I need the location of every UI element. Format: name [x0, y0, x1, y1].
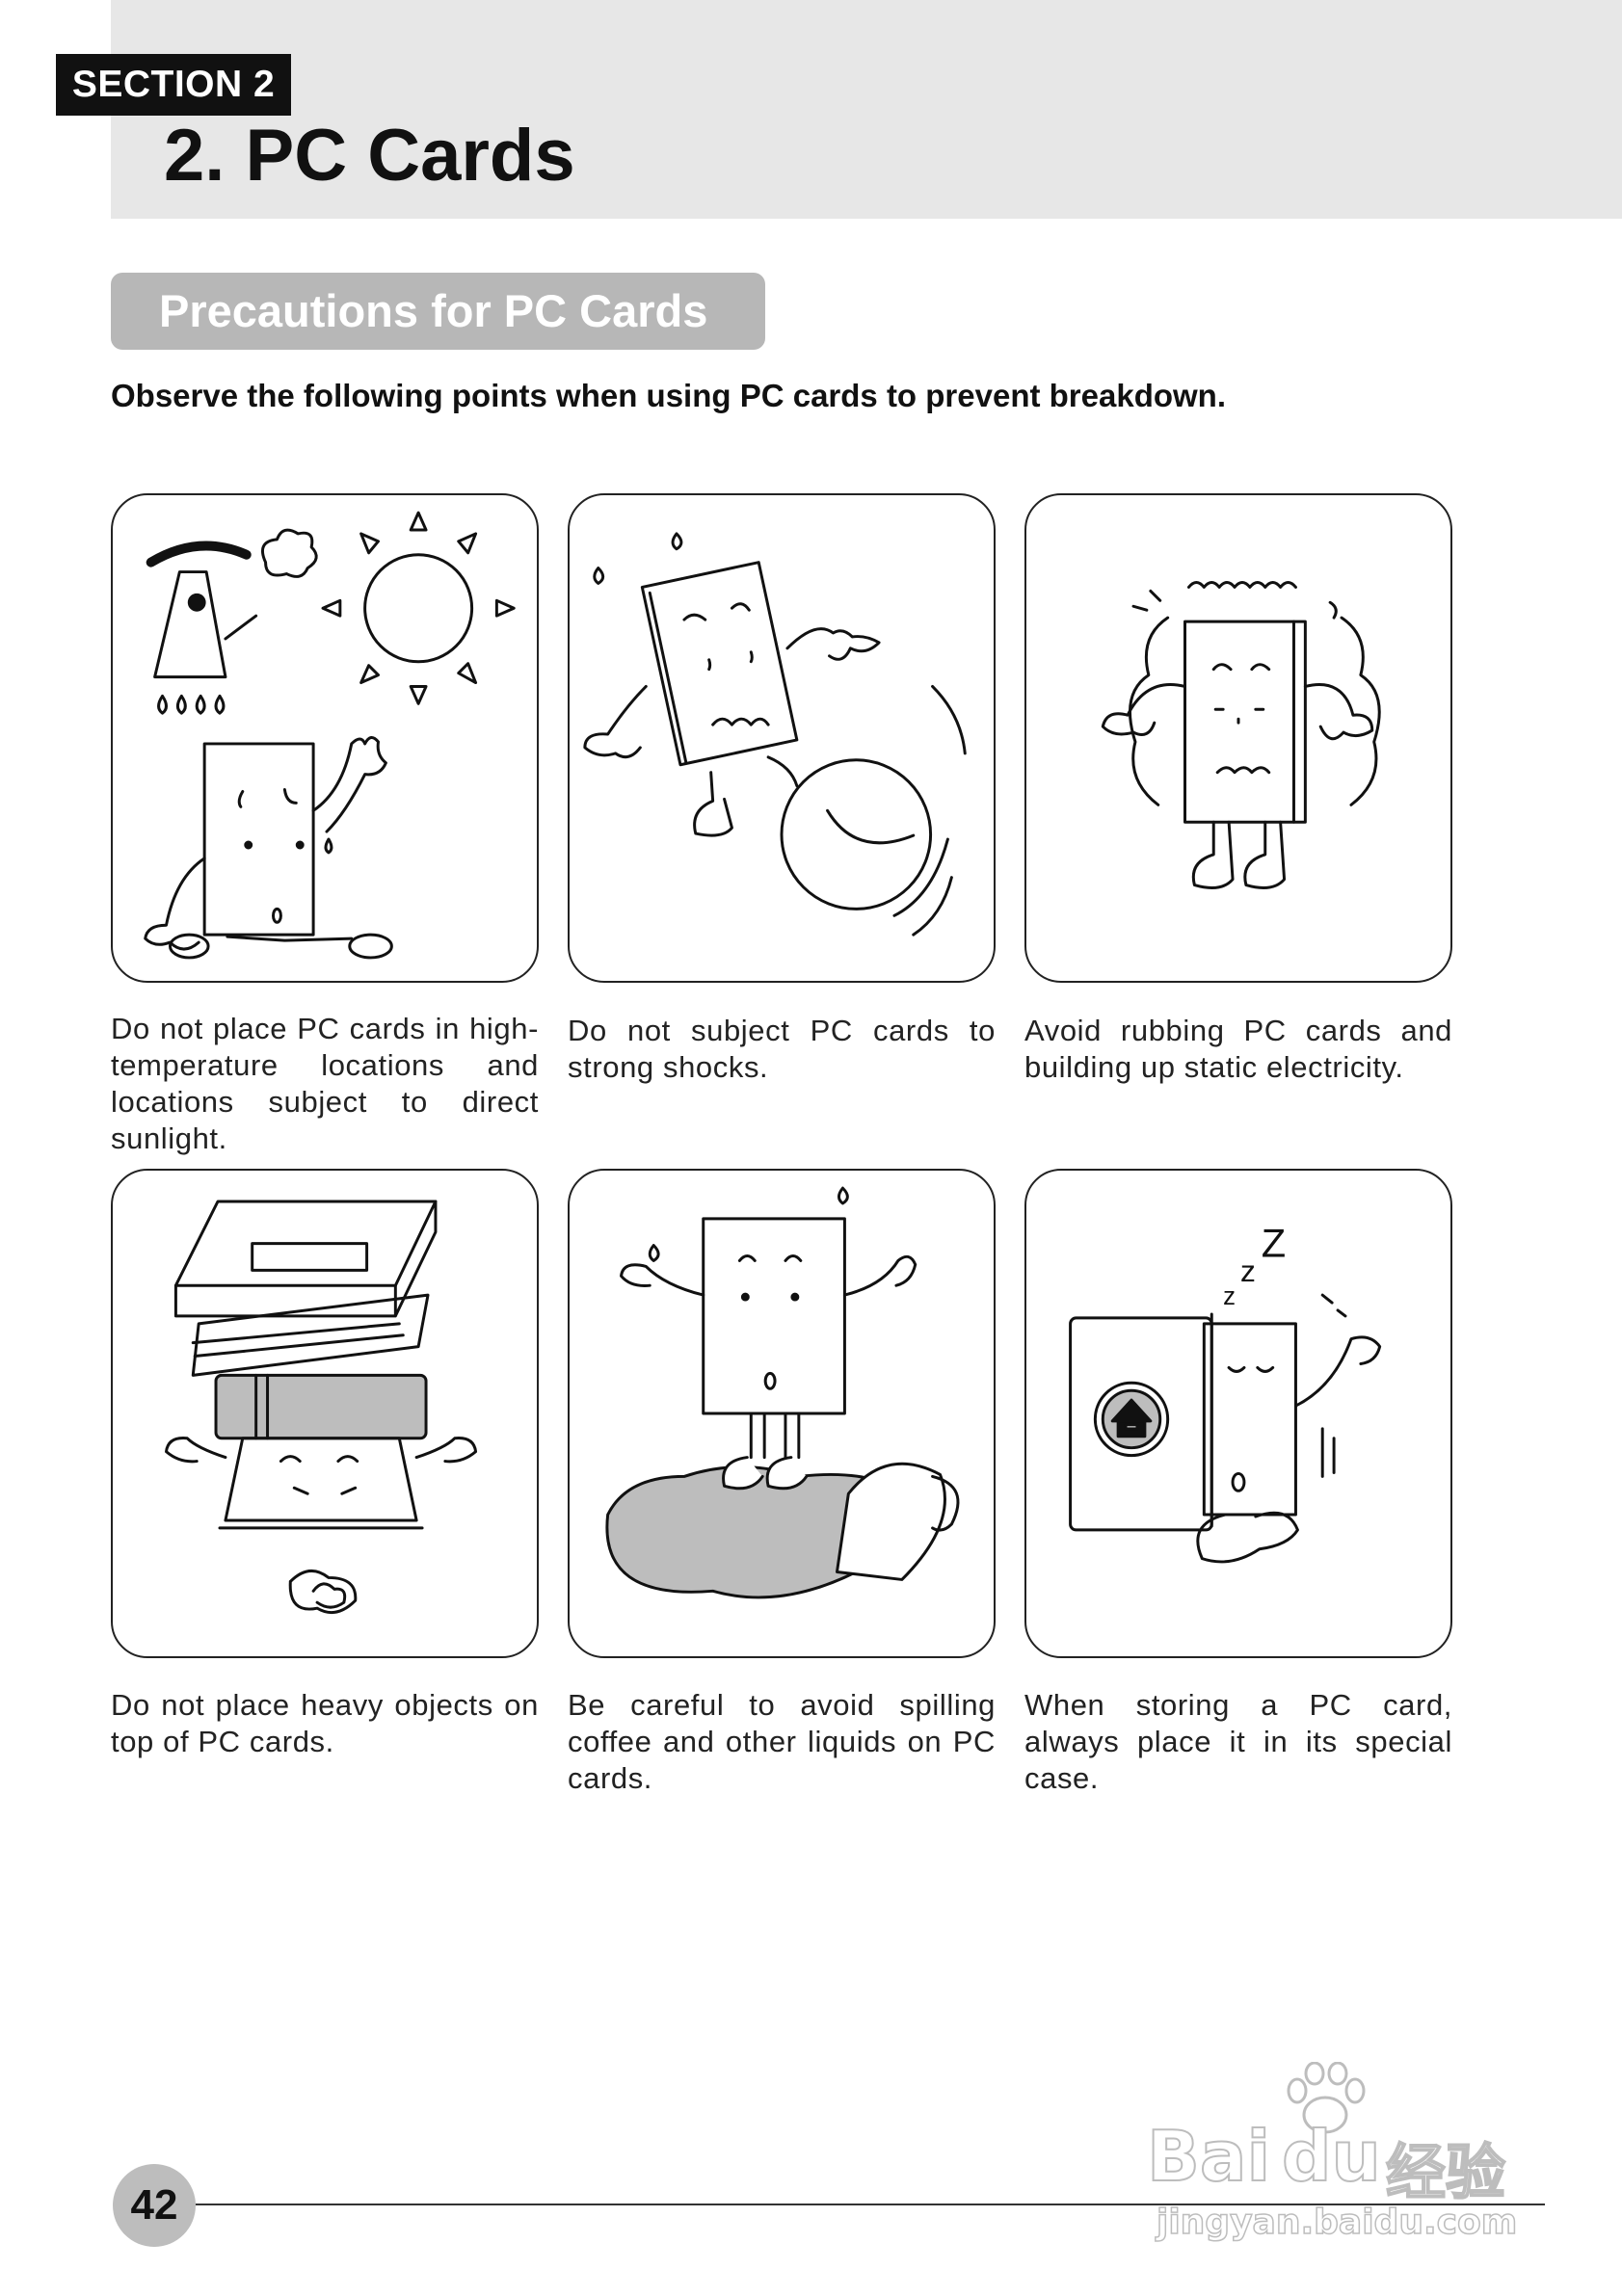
- page-title: 2. PC Cards: [164, 115, 575, 197]
- svg-text:z: z: [1223, 1283, 1236, 1310]
- watermark: Bai du 经验 jingyan.baidu.com: [1146, 2062, 1532, 2255]
- illustration-static: [1024, 493, 1452, 983]
- illustration-heat: [111, 493, 539, 983]
- subheading-pill: Precautions for PC Cards: [111, 273, 765, 350]
- watermark-brand-du: du: [1281, 2115, 1382, 2198]
- illustration-shock: [568, 493, 996, 983]
- paw-icon: [1287, 2062, 1366, 2134]
- caption-heat: Do not place PC cards in high-temperatur…: [111, 1012, 539, 1155]
- caption-case: When storing a PC card, always place it …: [1024, 1688, 1452, 1795]
- section-tag: SECTION 2: [56, 54, 291, 116]
- caption-heavy: Do not place heavy objects on top of PC …: [111, 1688, 539, 1758]
- header-band: [111, 0, 1622, 219]
- intro-text: Observe the following points when using …: [111, 378, 1226, 413]
- watermark-url: jingyan.baidu.com: [1156, 2202, 1518, 2243]
- illustration-case: z z Z: [1024, 1169, 1452, 1658]
- caption-spill: Be careful to avoid spilling coffee and …: [568, 1688, 996, 1795]
- illustration-spill: [568, 1169, 996, 1658]
- svg-text:z: z: [1240, 1254, 1256, 1288]
- watermark-brand: Bai: [1146, 2115, 1271, 2198]
- svg-text:Z: Z: [1262, 1220, 1286, 1265]
- caption-static: Avoid rubbing PC cards and building up s…: [1024, 1014, 1452, 1084]
- watermark-cn: 经验: [1385, 2136, 1506, 2208]
- footer-rule: [196, 2204, 1545, 2205]
- page-number: 42: [113, 2164, 196, 2247]
- illustration-heavy: [111, 1169, 539, 1658]
- caption-shock: Do not subject PC cards to strong shocks…: [568, 1014, 996, 1084]
